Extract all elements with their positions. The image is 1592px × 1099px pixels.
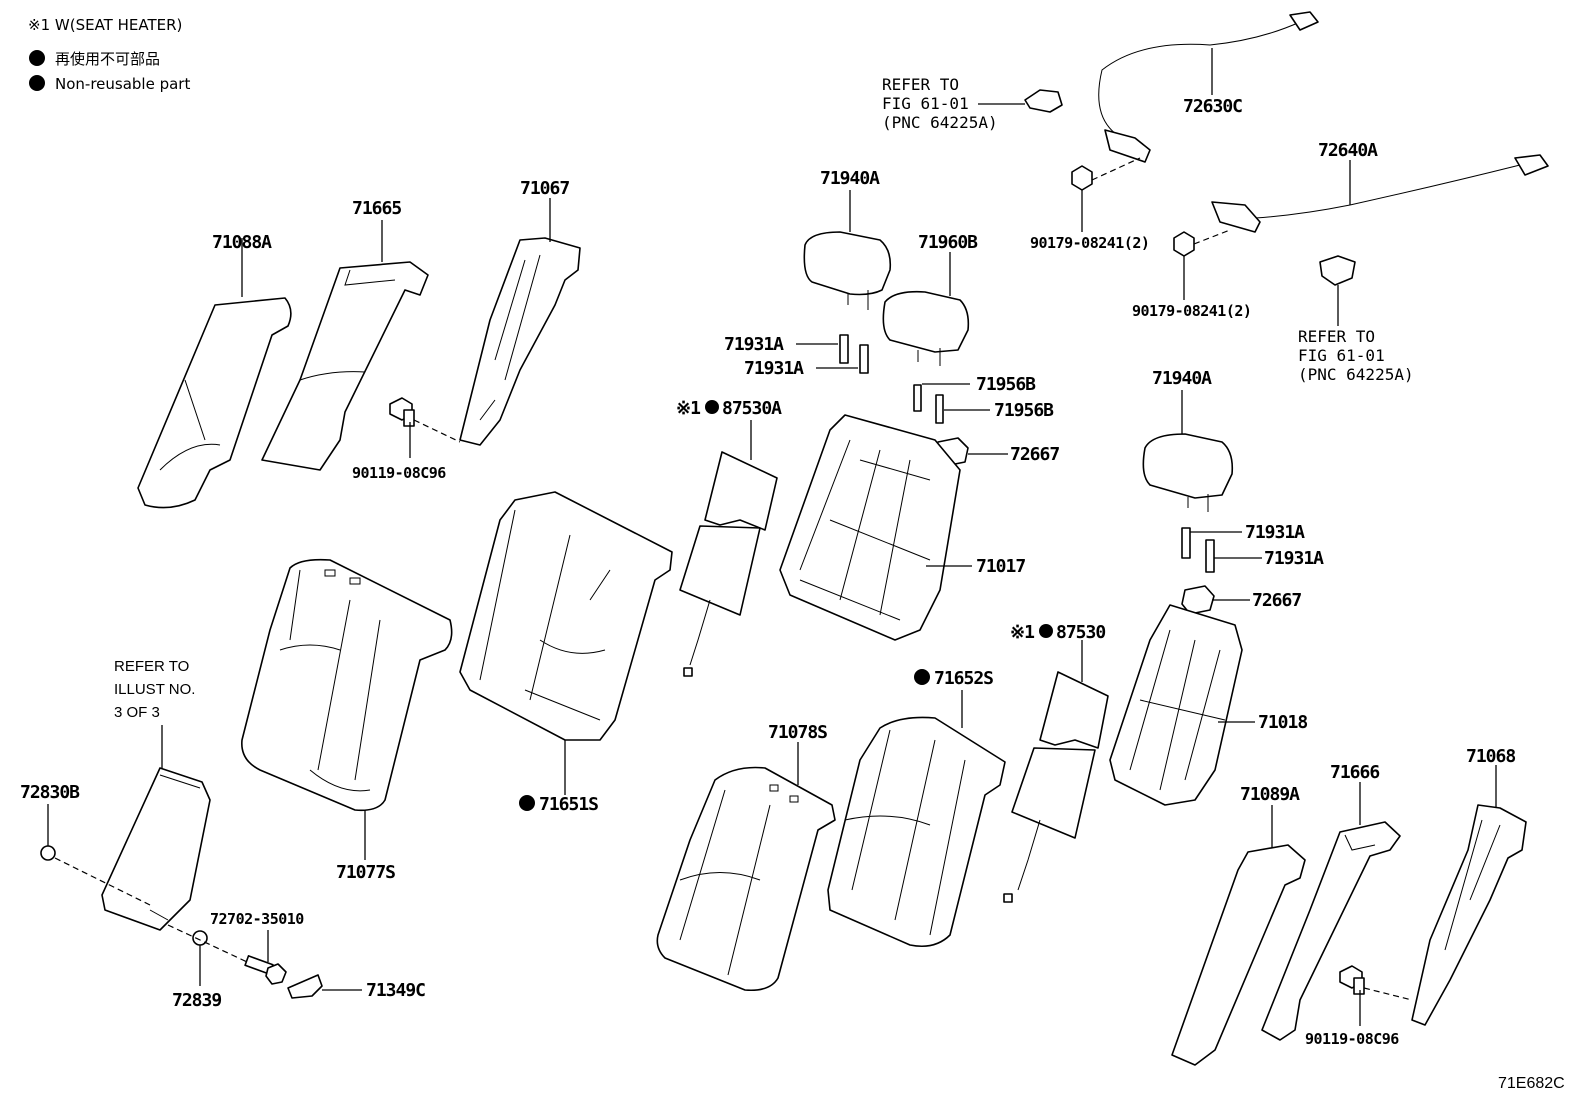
label-90179-2[interactable]: 90179-08241(2) (1132, 302, 1252, 320)
part-87530-seat-heater[interactable] (1003, 671, 1109, 903)
part-71651S-seatback-pad[interactable] (459, 491, 673, 741)
part-71068[interactable] (1411, 804, 1527, 1026)
part-armrest[interactable] (101, 767, 211, 931)
label-90119-right[interactable]: 90119-08C96 (1305, 1030, 1400, 1048)
label-71931A-3[interactable]: 71931A (1245, 522, 1306, 543)
label-71652S[interactable]: 71652S (934, 668, 994, 689)
label-71078S[interactable]: 71078S (768, 722, 828, 743)
part-90119-bolt-left[interactable] (389, 397, 415, 427)
ref-fig-right-line2: FIG 61-01 (1298, 346, 1385, 365)
label-71956B-2[interactable]: 71956B (994, 400, 1055, 421)
label-90179-1[interactable]: 90179-08241(2) (1030, 234, 1150, 252)
part-71067[interactable] (459, 237, 581, 446)
label-71931A-1[interactable]: 71931A (724, 334, 785, 355)
part-71931A-guides[interactable] (839, 334, 944, 424)
legend-nonreusable-jp: 再使用不可部品 (55, 50, 160, 68)
label-87530A-prefix: ※1 (676, 398, 700, 419)
label-71077S[interactable]: 71077S (336, 862, 396, 883)
part-87530A-seat-heater[interactable] (679, 451, 778, 677)
part-71078S-seatback-cover[interactable] (656, 766, 836, 992)
nonreusable-dot-icon (1039, 624, 1053, 638)
label-90119-left[interactable]: 90119-08C96 (352, 464, 447, 482)
part-71960B-headrest[interactable] (882, 290, 970, 366)
legend-nonreusable-en: Non-reusable part (55, 75, 190, 93)
part-72702-bolt[interactable] (244, 955, 287, 985)
part-71665[interactable] (261, 261, 429, 471)
label-71931A-2[interactable]: 71931A (744, 358, 805, 379)
ref-fig-right-line3: (PNC 64225A) (1298, 365, 1414, 384)
part-71017-seatback-frame[interactable] (779, 414, 961, 641)
label-71666[interactable]: 71666 (1330, 762, 1380, 783)
label-71067[interactable]: 71067 (520, 178, 570, 199)
label-71940A-top[interactable]: 71940A (820, 168, 881, 189)
diagram-code: 71E682C (1498, 1075, 1565, 1092)
part-bracket-top[interactable] (1024, 89, 1063, 113)
label-72630C[interactable]: 72630C (1183, 96, 1243, 117)
nonreusable-dot-icon (29, 75, 45, 91)
part-71940A-headrest-top[interactable] (803, 231, 892, 310)
label-71089A[interactable]: 71089A (1240, 784, 1301, 805)
part-72830B-cap[interactable] (40, 845, 56, 861)
part-bracket-right[interactable] (1319, 255, 1356, 286)
legend: ※1 W(SEAT HEATER) 再使用不可部品 Non-reusable p… (28, 16, 190, 93)
label-71956B-1[interactable]: 71956B (976, 374, 1037, 395)
label-87530A[interactable]: 87530A (722, 398, 783, 419)
part-71349C-cover[interactable] (287, 974, 323, 999)
label-72640A[interactable]: 72640A (1318, 140, 1379, 161)
nonreusable-dot-icon (914, 669, 930, 685)
ref-fig-right-line1: REFER TO (1298, 327, 1375, 346)
label-72839[interactable]: 72839 (172, 990, 222, 1011)
legend-seat-heater-note: ※1 W(SEAT HEATER) (28, 16, 182, 34)
nonreusable-dot-icon (519, 795, 535, 811)
label-87530-prefix: ※1 (1010, 622, 1034, 643)
label-72667-1[interactable]: 72667 (1010, 444, 1060, 465)
part-71089A[interactable] (1171, 844, 1306, 1066)
part-71018-seatback-frame[interactable] (1109, 604, 1243, 806)
part-72630C-cable[interactable] (1098, 11, 1319, 163)
part-71940A-headrest-right[interactable] (1142, 433, 1234, 512)
ref-illust-line3: 3 OF 3 (114, 704, 160, 721)
part-90179-nuts[interactable] (1071, 165, 1195, 257)
part-71077S-seatback-cover[interactable] (241, 558, 453, 812)
label-71651S[interactable]: 71651S (539, 794, 599, 815)
label-71665[interactable]: 71665 (352, 198, 402, 219)
ref-fig-top-line2: FIG 61-01 (882, 94, 969, 113)
label-71940A-right[interactable]: 71940A (1152, 368, 1213, 389)
part-71652S-seatback-pad[interactable] (827, 716, 1006, 948)
ref-fig-top-line1: REFER TO (882, 75, 959, 94)
ref-illust-line2: ILLUST NO. (114, 681, 195, 698)
label-71088A[interactable]: 71088A (212, 232, 273, 253)
label-72667-2[interactable]: 72667 (1252, 590, 1302, 611)
label-71349C[interactable]: 71349C (366, 980, 426, 1001)
part-90119-bolt-right[interactable] (1339, 965, 1365, 995)
label-87530[interactable]: 87530 (1056, 622, 1106, 643)
label-71017[interactable]: 71017 (976, 556, 1026, 577)
part-72667-lock-right[interactable] (1181, 585, 1215, 615)
ref-illust-line1: REFER TO (114, 658, 189, 675)
label-71068[interactable]: 71068 (1466, 746, 1516, 767)
part-71666[interactable] (1261, 821, 1401, 1041)
label-71931A-4[interactable]: 71931A (1264, 548, 1325, 569)
nonreusable-dot-icon (705, 400, 719, 414)
part-72640A-cable[interactable] (1211, 154, 1549, 233)
label-71960B[interactable]: 71960B (918, 232, 979, 253)
label-72830B[interactable]: 72830B (20, 782, 81, 803)
label-72702[interactable]: 72702-35010 (210, 910, 305, 928)
part-71088A[interactable] (137, 297, 292, 509)
part-71931A-guides-right[interactable] (1181, 527, 1215, 573)
label-71018[interactable]: 71018 (1258, 712, 1308, 733)
ref-fig-top-line3: (PNC 64225A) (882, 113, 998, 132)
nonreusable-dot-icon (29, 50, 45, 66)
